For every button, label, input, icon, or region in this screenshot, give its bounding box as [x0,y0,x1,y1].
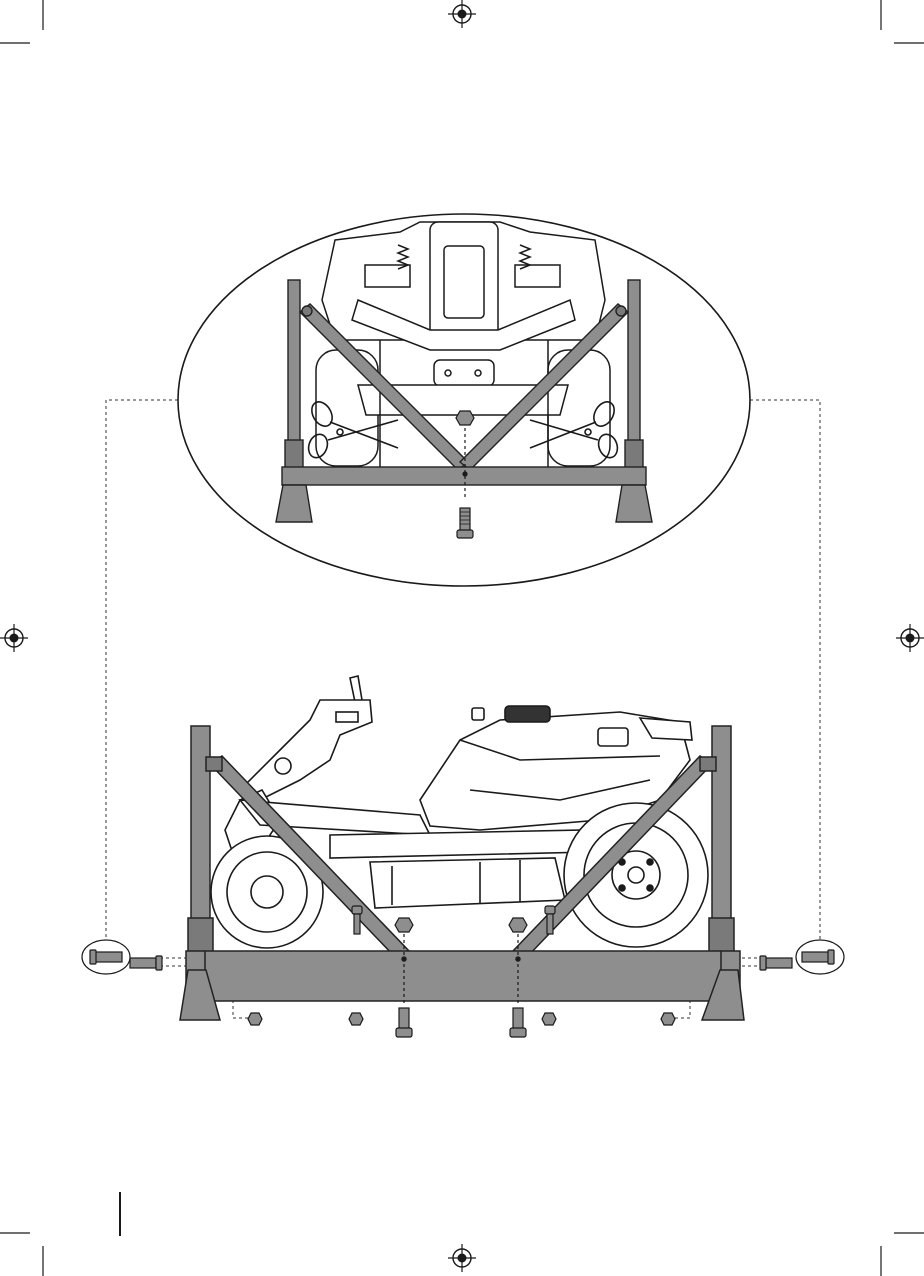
registration-mark-top [448,0,476,28]
detail-frame-foot-left [276,485,312,522]
cutting-deck [370,858,565,908]
detail-frame-foot-right [616,485,652,522]
bolt-icon-upper-right [545,906,555,934]
registration-mark-bottom [448,1244,476,1272]
registration-mark-right [896,624,924,652]
nut-icon-upper-right [509,918,527,932]
nut-icon-bottom-4 [661,1013,675,1025]
detail-view-front [178,214,750,586]
mower-side-body [211,676,708,948]
registration-mark-left [0,624,28,652]
bolt-icon-side-left [130,956,162,970]
bolt-icon-lower-left [396,1008,412,1037]
bolt-icon-upper-left [352,906,362,934]
main-view-side [82,676,844,1037]
side-frame-base-beam [186,951,740,1001]
nut-icon [456,411,474,425]
bolt-icon-side-right [760,956,792,970]
bolt-icon-lower-right [510,1008,526,1037]
nut-icon-bottom-1 [248,1013,262,1025]
callout-bolt-right [796,940,844,974]
nut-icon-upper-left [395,918,413,932]
nut-icon-bottom-3 [542,1013,556,1025]
callout-bolt-left [82,940,130,974]
nut-icon-bottom-2 [349,1013,363,1025]
